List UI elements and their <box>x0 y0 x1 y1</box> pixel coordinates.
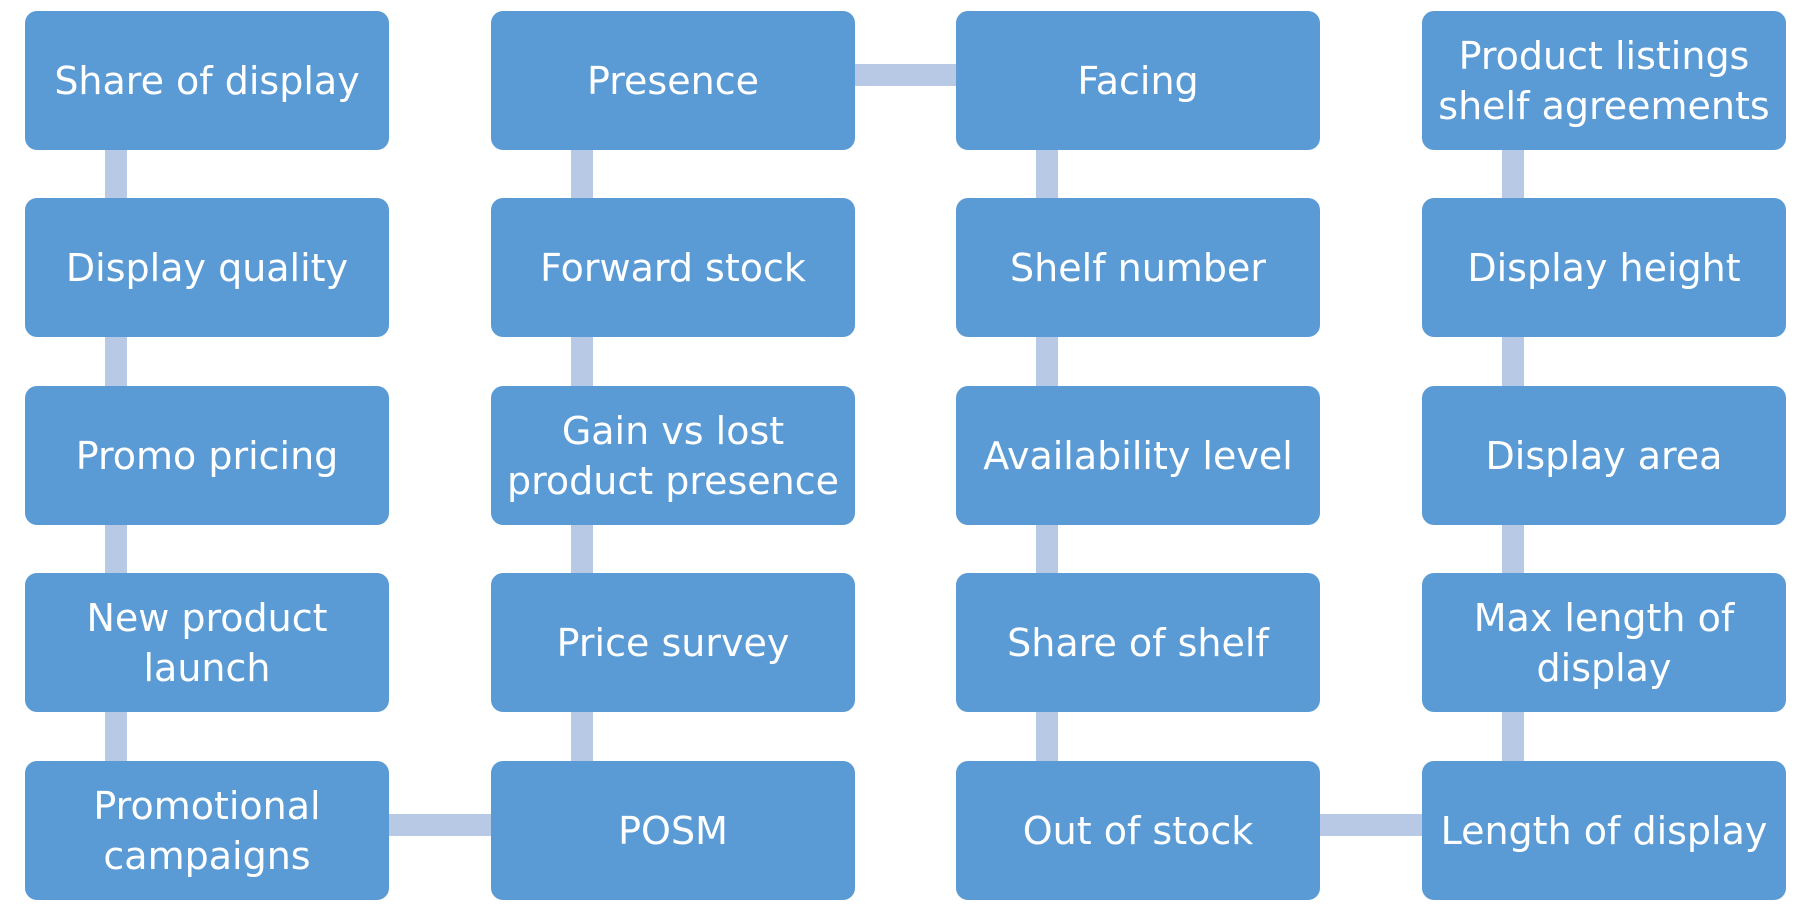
node-length-of-display: Length of display <box>1422 761 1786 900</box>
connector-col1-4-to-5 <box>105 712 127 761</box>
node-new-product-launch: New product launch <box>25 573 389 712</box>
connector-col3-4-to-5 <box>1036 712 1058 761</box>
connector-col2-2-to-3 <box>571 337 593 386</box>
node-promotional-campaigns: Promotional campaigns <box>25 761 389 900</box>
connector-col2-4-to-5 <box>571 712 593 761</box>
node-forward-stock: Forward stock <box>491 198 855 337</box>
connector-col4-1-to-2 <box>1502 150 1524 198</box>
connector-col1-3-to-4 <box>105 525 127 573</box>
node-shelf-number: Shelf number <box>956 198 1320 337</box>
node-posm: POSM <box>491 761 855 900</box>
connector-col2-1-to-2 <box>571 150 593 198</box>
connector-col3-1-to-2 <box>1036 150 1058 198</box>
node-price-survey: Price survey <box>491 573 855 712</box>
node-display-area: Display area <box>1422 386 1786 525</box>
connector-col1-1-to-2 <box>105 150 127 198</box>
node-share-of-shelf: Share of shelf <box>956 573 1320 712</box>
connector-link-3 <box>1320 813 1422 836</box>
node-gain-vs-lost-product-presence: Gain vs lost product presence <box>491 386 855 525</box>
node-share-of-display: Share of display <box>25 11 389 150</box>
connector-col3-2-to-3 <box>1036 337 1058 386</box>
connector-col3-3-to-4 <box>1036 525 1058 573</box>
connector-col4-2-to-3 <box>1502 337 1524 386</box>
connector-link-2 <box>855 63 956 86</box>
node-max-length-of-display: Max length of display <box>1422 573 1786 712</box>
connector-link-1 <box>389 813 491 836</box>
connector-col1-2-to-3 <box>105 337 127 386</box>
node-display-quality: Display quality <box>25 198 389 337</box>
connector-col4-4-to-5 <box>1502 712 1524 761</box>
node-product-listings-shelf-agreements: Product listings shelf agreements <box>1422 11 1786 150</box>
node-promo-pricing: Promo pricing <box>25 386 389 525</box>
node-presence: Presence <box>491 11 855 150</box>
connector-col2-3-to-4 <box>571 525 593 573</box>
node-out-of-stock: Out of stock <box>956 761 1320 900</box>
node-facing: Facing <box>956 11 1320 150</box>
node-display-height: Display height <box>1422 198 1786 337</box>
connector-col4-3-to-4 <box>1502 525 1524 573</box>
node-availability-level: Availability level <box>956 386 1320 525</box>
